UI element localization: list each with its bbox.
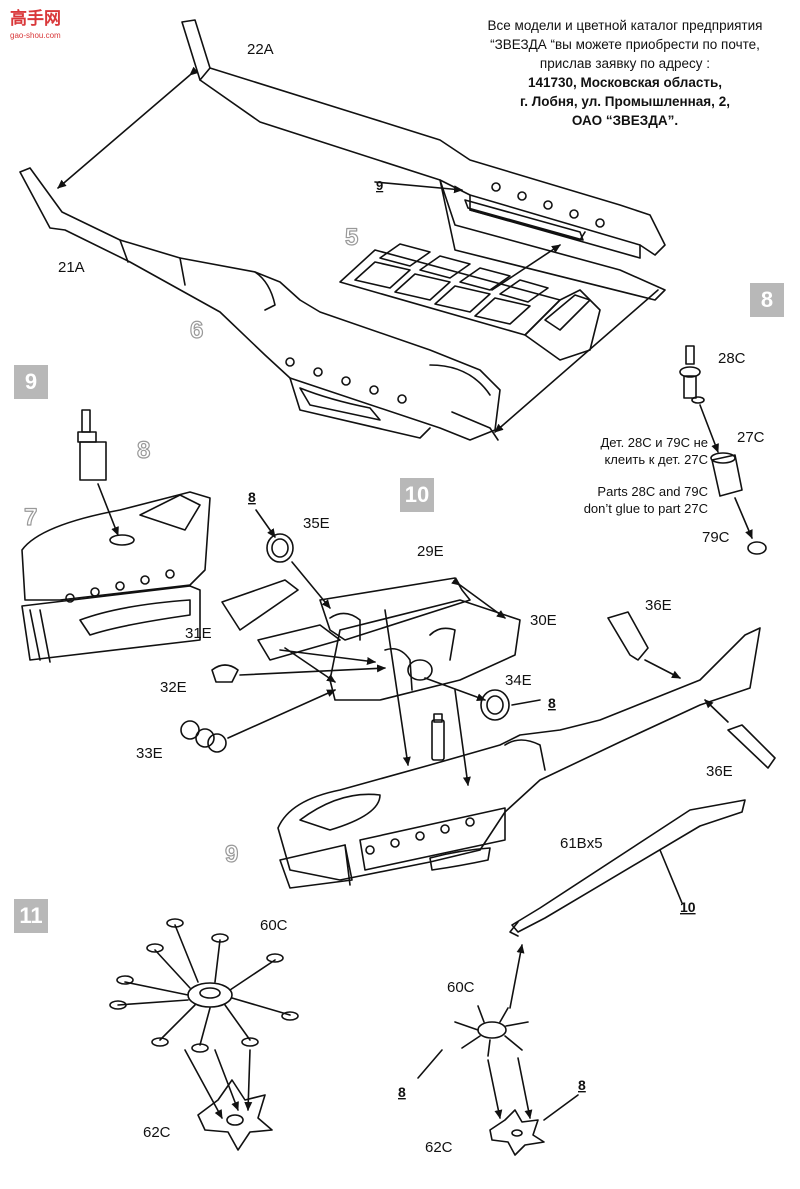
label-31E: 31E <box>185 625 212 642</box>
fuselage-left-half-21A <box>19 167 501 441</box>
label-34E: 34E <box>505 672 532 689</box>
label-35E: 35E <box>303 515 330 532</box>
label-10-ref: 10 <box>680 899 696 915</box>
fuselage-assembled-step-9 <box>21 491 211 663</box>
label-36E-bottom: 36E <box>706 763 733 780</box>
rotor-hub-60C-large <box>109 918 299 1053</box>
part-31E-panel <box>221 579 341 661</box>
rotor-mast-part-8 <box>77 409 107 481</box>
label-61B: 61Bx5 <box>560 835 603 852</box>
floor-part-5 <box>339 243 601 361</box>
label-5-subassembly: 5 <box>345 224 358 251</box>
label-8-ref-e: 8 <box>578 1077 586 1093</box>
label-28C: 28C <box>718 350 746 367</box>
step-badge-11: 11 <box>14 899 48 933</box>
fuselage-right-half-22A <box>181 19 666 301</box>
step-badge-10: 10 <box>400 478 434 512</box>
label-33E: 33E <box>136 745 163 762</box>
glue-note-ru-line-1: Дет. 28С и 79С не <box>600 435 708 450</box>
part-32E <box>211 664 239 683</box>
address-line-6: ОАО “ЗВЕЗДА”. <box>571 113 679 128</box>
rotor-hub-60C-small <box>454 1005 529 1057</box>
label-60C-large: 60C <box>260 917 288 934</box>
step-badge-8: 8 <box>750 283 784 317</box>
part-35E-engine-intake <box>266 533 294 563</box>
label-79C: 79C <box>702 529 730 546</box>
glue-note-en-line-1: Parts 28C and 79C <box>597 484 708 499</box>
helicopter-fuselage-step-10 <box>277 627 761 889</box>
glue-note-en-line-2: don’t glue to part 27C <box>583 501 708 516</box>
label-8-subassembly: 8 <box>137 437 150 464</box>
step-badge-9: 9 <box>14 365 48 399</box>
label-9-ref: 9 <box>376 178 383 193</box>
watermark-top: 高手网 <box>10 8 61 28</box>
glue-note-ru-line-2: клеить к дет. 27С <box>604 452 708 467</box>
label-62C-large: 62C <box>143 1124 171 1141</box>
part-27C-sleeve <box>710 452 743 497</box>
label-21A: 21A <box>58 259 85 276</box>
address-block: Все модели и цветной каталог предприятия… <box>455 16 795 130</box>
rotor-base-62C-small <box>489 1109 545 1156</box>
address-line-4: 141730, Московская область, <box>527 75 723 90</box>
part-36E-tail-fin <box>607 611 776 769</box>
part-79C-washer <box>747 541 767 555</box>
glue-note-ru: Дет. 28С и 79С не клеить к дет. 27С <box>560 434 708 468</box>
watermark-bottom: gao-shou.com <box>10 31 61 40</box>
label-22A: 22A <box>247 41 274 58</box>
address-line-1: Все модели и цветной каталог предприятия <box>487 18 763 33</box>
address-line-2: “ЗВЕЗДА “вы можете приобрести по почте, <box>490 37 760 52</box>
part-61B-rotor-blade <box>509 799 746 937</box>
watermark-logo: 高手网 gao-shou.com <box>10 8 61 40</box>
label-62C-small: 62C <box>425 1139 453 1156</box>
rotor-base-62C-large <box>197 1079 273 1151</box>
label-36E-top: 36E <box>645 597 672 614</box>
label-32E: 32E <box>160 679 187 696</box>
label-8-ref-c: 8 <box>548 695 556 711</box>
address-line-5: г. Лобня, ул. Промышленная, 2, <box>520 94 730 109</box>
label-60C-small: 60C <box>447 979 475 996</box>
part-34E-intake-cover <box>480 689 510 721</box>
label-30E: 30E <box>530 612 557 629</box>
label-7-subassembly: 7 <box>24 504 37 531</box>
address-line-3: прислав заявку по адресу : <box>539 56 711 71</box>
label-6-subassembly: 6 <box>190 317 203 344</box>
engine-cowling-29E-30E <box>319 577 521 701</box>
part-28C-shaft <box>679 345 705 404</box>
label-27C: 27C <box>737 429 765 446</box>
label-8-ref-d: 8 <box>398 1084 406 1100</box>
label-9-subassembly: 9 <box>225 841 238 868</box>
glue-note-en: Parts 28C and 79C don’t glue to part 27C <box>540 483 708 517</box>
label-29E: 29E <box>417 543 444 560</box>
label-8-ref-a: 8 <box>248 489 256 505</box>
part-33E-exhaust <box>180 720 227 753</box>
